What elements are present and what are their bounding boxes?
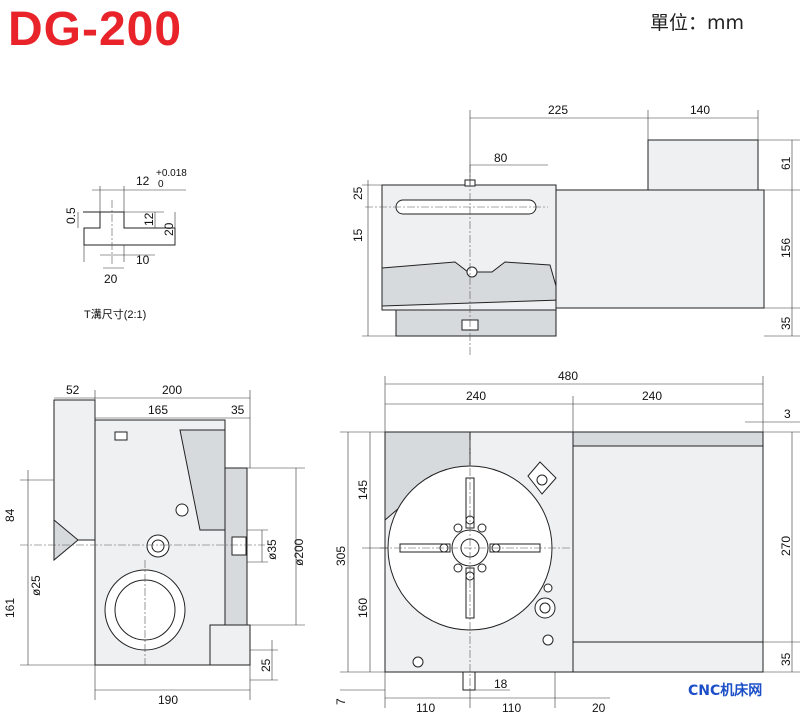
- tslot-neck-label: 12: [142, 212, 156, 226]
- side-dim-165: 165: [148, 403, 168, 417]
- front-view: 480 240 240 3 145 305 160 270 35 7 18 11…: [334, 369, 800, 715]
- front-dim-480: 480: [558, 369, 578, 383]
- front-dim-145: 145: [356, 480, 370, 500]
- top-dim-25: 25: [351, 186, 365, 200]
- tslot-detail: 12 +0.018 0 0.5 12 20 10 20 T溝尺寸(2:1): [64, 168, 187, 321]
- side-dim-25: 25: [259, 658, 273, 672]
- side-dim-35: 35: [231, 403, 245, 417]
- front-dim-7: 7: [334, 698, 348, 705]
- front-dim-35: 35: [779, 652, 793, 666]
- tslot-total-label: 20: [162, 222, 176, 236]
- top-dim-80: 80: [494, 151, 508, 165]
- front-dim-160: 160: [356, 598, 370, 618]
- top-dim-225: 225: [548, 103, 568, 117]
- side-dim-d35: ø35: [265, 539, 279, 560]
- front-dim-110-a: 110: [416, 701, 435, 715]
- watermark: CNC机床网: [688, 683, 763, 699]
- tslot-width-label: 12: [136, 174, 150, 188]
- front-dim-240-right: 240: [642, 389, 662, 403]
- top-dim-61: 61: [779, 156, 793, 170]
- side-dim-161: 161: [3, 598, 17, 618]
- side-dim-200: 200: [162, 383, 182, 397]
- side-dim-d200: ø200: [292, 538, 306, 566]
- top-view: 225 140 80 61 156 35 25 15: [351, 103, 800, 355]
- front-dim-240-left: 240: [466, 389, 486, 403]
- front-dim-20: 20: [592, 701, 606, 715]
- front-dim-18: 18: [494, 677, 508, 691]
- tslot-tol-lower: 0: [158, 179, 164, 190]
- side-dim-52: 52: [66, 383, 80, 397]
- tslot-base-label: 20: [104, 272, 118, 286]
- front-dim-270: 270: [779, 536, 793, 556]
- model-title: DG-200: [8, 3, 183, 56]
- side-dim-190: 190: [158, 693, 178, 707]
- front-dim-3: 3: [784, 407, 791, 421]
- side-dim-84: 84: [3, 508, 17, 522]
- side-dim-d25: ø25: [29, 575, 43, 596]
- unit-label: 單位：mm: [650, 12, 745, 34]
- top-dim-15: 15: [351, 228, 365, 242]
- tslot-caption: T溝尺寸(2:1): [84, 307, 146, 321]
- top-dim-156: 156: [779, 238, 793, 258]
- front-dim-110-b: 110: [502, 701, 521, 715]
- top-dim-35: 35: [779, 316, 793, 330]
- top-dim-140: 140: [690, 103, 710, 117]
- tslot-depth-label: 0.5: [64, 207, 78, 224]
- front-dim-305: 305: [334, 546, 348, 566]
- tslot-gap-label: 10: [136, 253, 150, 267]
- tslot-tol-upper: +0.018: [156, 168, 187, 179]
- side-view: 52 200 165 35 84 161 ø25 ø35 ø200 25 190: [3, 383, 306, 707]
